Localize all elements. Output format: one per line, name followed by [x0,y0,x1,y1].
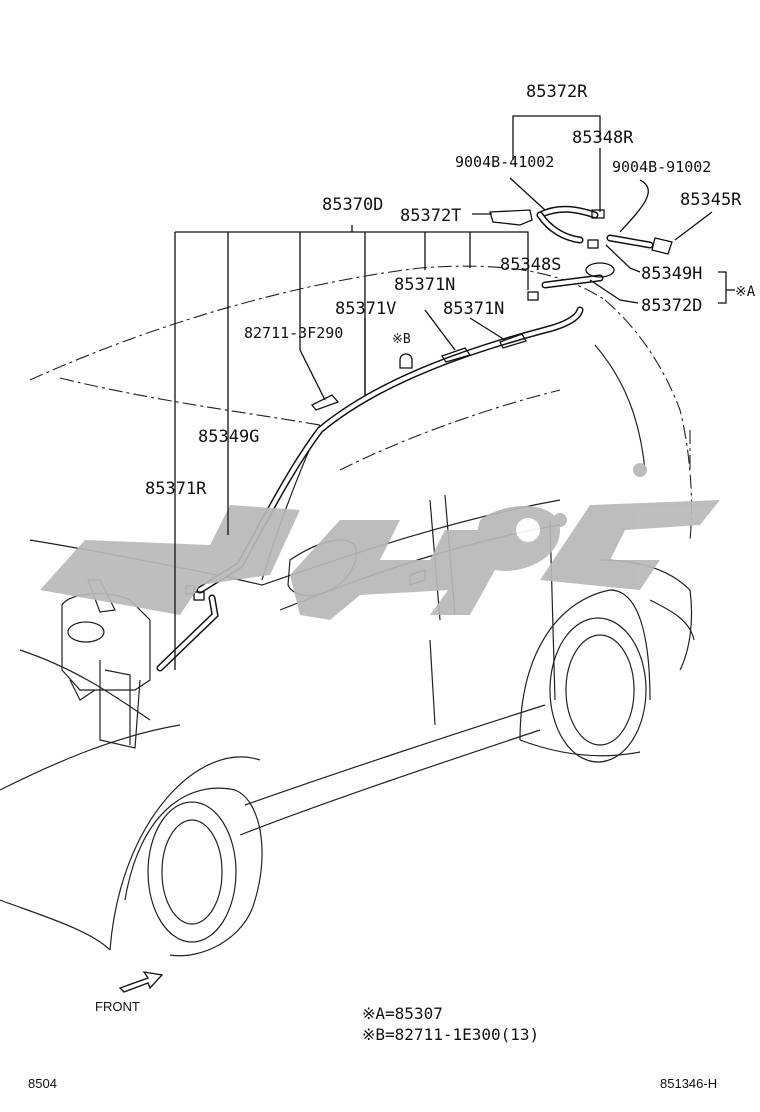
label-85349H: 85349H [641,264,702,284]
footer-right: 851346-H [660,1076,717,1091]
watermark-logo [40,463,720,620]
label-85371N-b: 85371N [443,299,504,319]
note-b: ※B=82711-1E300(13) [362,1025,539,1044]
footer-left: 8504 [28,1076,57,1091]
notes: ※A=85307 ※B=82711-1E300(13) [362,1004,539,1044]
nozzles-clips [310,209,533,411]
label-mark-b: ※B [392,332,411,347]
label-9004B-91002: 9004B-91002 [612,158,711,176]
label-85348S: 85348S [500,255,561,275]
label-85372D: 85372D [641,296,702,316]
label-85348R: 85348R [572,128,634,148]
label-85349G: 85349G [198,427,259,447]
label-9004B-41002: 9004B-41002 [455,153,554,171]
label-85372R: 85372R [526,82,588,102]
label-85372T: 85372T [400,206,461,226]
front-label: FRONT [95,999,140,1014]
note-a: ※A=85307 [362,1004,443,1023]
label-mark-a: ※A [735,284,756,300]
label-82711-3F290: 82711-3F290 [244,324,343,342]
label-85371N-a: 85371N [394,275,455,295]
leader-lines [118,115,735,993]
footer: 8504 851346-H [28,1076,717,1091]
label-85345R: 85345R [680,190,742,210]
label-85371V: 85371V [335,299,396,319]
part-labels: 85372R 85348R 9004B-41002 9004B-91002 85… [95,82,756,1014]
label-85370D: 85370D [322,195,383,215]
label-85371R: 85371R [145,479,207,499]
